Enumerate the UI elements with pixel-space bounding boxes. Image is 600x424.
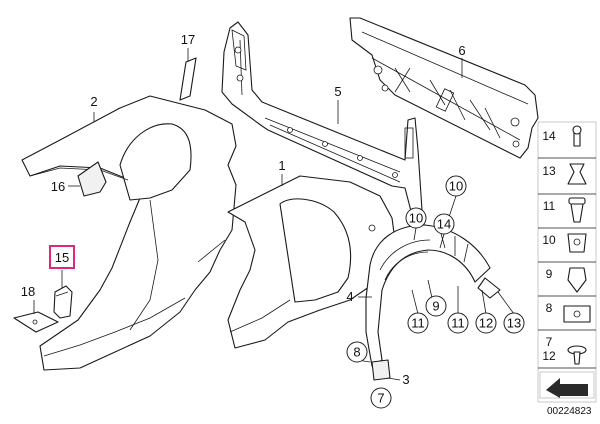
legend-14-label: 14 <box>542 129 556 143</box>
callout-5: 5 <box>334 84 341 99</box>
part-16-plate <box>77 161 107 197</box>
sheet-nut-icon <box>563 305 591 323</box>
callout-15: 15 <box>55 250 69 265</box>
part-6-rear-panel <box>349 17 539 159</box>
callout-10-b: 10 <box>449 179 463 194</box>
part-17-bracket <box>179 57 197 101</box>
fastener-legend: 14 13 11 10 9 8 <box>537 121 597 403</box>
callout-12: 12 <box>479 316 493 331</box>
legend-13-label: 13 <box>542 164 556 178</box>
callout-11-a: 11 <box>411 316 425 331</box>
legend-8-label: 8 <box>546 301 553 315</box>
callout-7: 7 <box>377 391 384 406</box>
callout-6: 6 <box>458 43 465 58</box>
callout-1: 1 <box>278 158 285 173</box>
part-1-wheel-arch-panel <box>227 175 397 349</box>
callout-18: 18 <box>21 284 35 299</box>
legend-12-label: 12 <box>542 349 556 363</box>
arrow-icon <box>539 371 595 399</box>
screw-icon <box>567 345 587 365</box>
circled-callouts: 10 10 14 9 11 11 12 13 8 7 <box>346 175 525 409</box>
legend-7-label: 7 <box>546 335 553 349</box>
diagram-id: 00224823 <box>547 406 592 417</box>
callout-14: 14 <box>437 217 451 232</box>
callout-16: 16 <box>51 179 65 194</box>
callout-9: 9 <box>432 299 439 314</box>
callout-17: 17 <box>181 32 195 47</box>
nut-icon <box>567 233 587 253</box>
clip-icon <box>567 163 587 185</box>
callout-15-highlight <box>49 245 75 269</box>
part-15-bracket <box>53 285 73 319</box>
callout-3: 3 <box>402 372 409 387</box>
part-18-pad <box>13 311 59 333</box>
legend-10-label: 10 <box>542 233 556 247</box>
plastic-nut-icon <box>567 267 587 293</box>
callout-10-a: 10 <box>409 211 423 226</box>
part-2-side-panel <box>21 95 237 371</box>
callout-4: 4 <box>346 289 353 304</box>
part-4-wheel-liner <box>365 224 501 381</box>
callout-13: 13 <box>507 316 521 331</box>
expanding-rivet-icon <box>568 197 586 223</box>
pin-icon <box>572 125 582 147</box>
callout-2: 2 <box>90 94 97 109</box>
callout-8: 8 <box>353 345 360 360</box>
callout-11-b: 11 <box>451 316 465 331</box>
legend-11-label: 11 <box>543 199 556 213</box>
legend-9-label: 9 <box>546 267 553 281</box>
leader-lines <box>33 48 515 381</box>
